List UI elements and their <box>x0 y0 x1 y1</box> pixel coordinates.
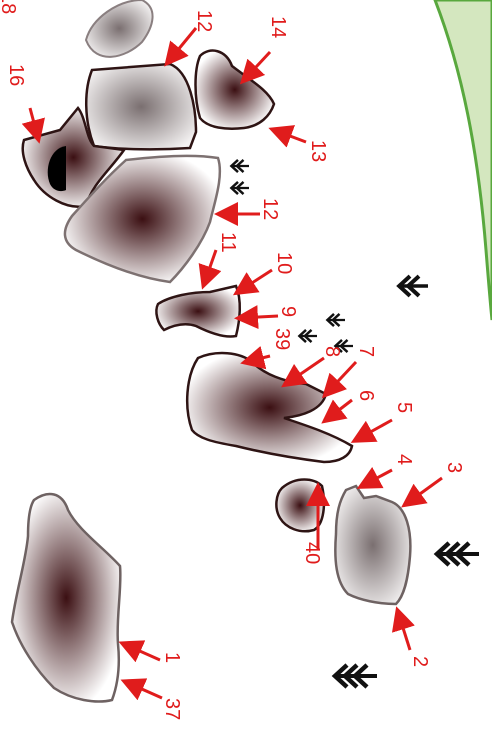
label-1: 1 <box>161 652 183 663</box>
arrow-6 <box>326 400 352 420</box>
land-area <box>435 0 492 320</box>
label-18: 18 <box>0 0 19 14</box>
arrow-9 <box>240 316 278 318</box>
label-9: 9 <box>277 306 299 317</box>
label-4: 4 <box>393 454 415 465</box>
label-12-upper: 12 <box>193 10 215 32</box>
arrow-14 <box>244 52 270 80</box>
rock-5-8 <box>187 353 352 462</box>
rock-9-10-11 <box>156 286 239 337</box>
label-8: 8 <box>321 346 343 357</box>
arrow-10 <box>238 270 272 292</box>
arrow-2 <box>398 612 410 650</box>
flow-marker-small-c <box>299 330 317 342</box>
flow-marker-small-b <box>231 182 249 194</box>
label-12-large: 12 <box>259 198 281 220</box>
arrow-3 <box>406 478 442 504</box>
label-6: 6 <box>355 390 377 401</box>
arrow-7 <box>326 362 356 394</box>
arrow-11 <box>204 250 216 284</box>
label-11: 11 <box>217 232 239 253</box>
label-14: 14 <box>267 16 289 38</box>
label-13: 13 <box>307 140 329 162</box>
arrow-5 <box>356 420 392 440</box>
rock-top-small <box>86 0 153 57</box>
arrow-13 <box>274 130 306 142</box>
label-7: 7 <box>355 346 377 357</box>
rock-12-upper <box>86 64 196 149</box>
arrow-8 <box>286 358 324 384</box>
label-10: 10 <box>273 252 295 274</box>
arrow-1 <box>124 644 160 660</box>
rock-2-4 <box>335 486 410 604</box>
label-3: 3 <box>443 462 465 473</box>
label-39: 39 <box>271 328 293 350</box>
label-37: 37 <box>161 698 183 720</box>
rock-1-37 <box>12 494 120 701</box>
flow-marker-small-a <box>231 160 249 172</box>
flow-marker-large-a <box>399 276 428 296</box>
flow-marker-small-d <box>327 314 345 326</box>
arrow-37 <box>126 682 162 698</box>
arrow-12-upper <box>168 28 196 62</box>
arrow-4 <box>362 470 392 486</box>
rocks-layer <box>12 0 410 702</box>
flow-marker-large-c <box>335 665 377 687</box>
label-5: 5 <box>393 402 415 413</box>
label-2: 2 <box>409 656 431 667</box>
label-40: 40 <box>301 542 323 564</box>
flow-marker-large-b <box>437 543 479 565</box>
label-16: 16 <box>5 64 27 86</box>
arrow-16 <box>30 108 38 138</box>
